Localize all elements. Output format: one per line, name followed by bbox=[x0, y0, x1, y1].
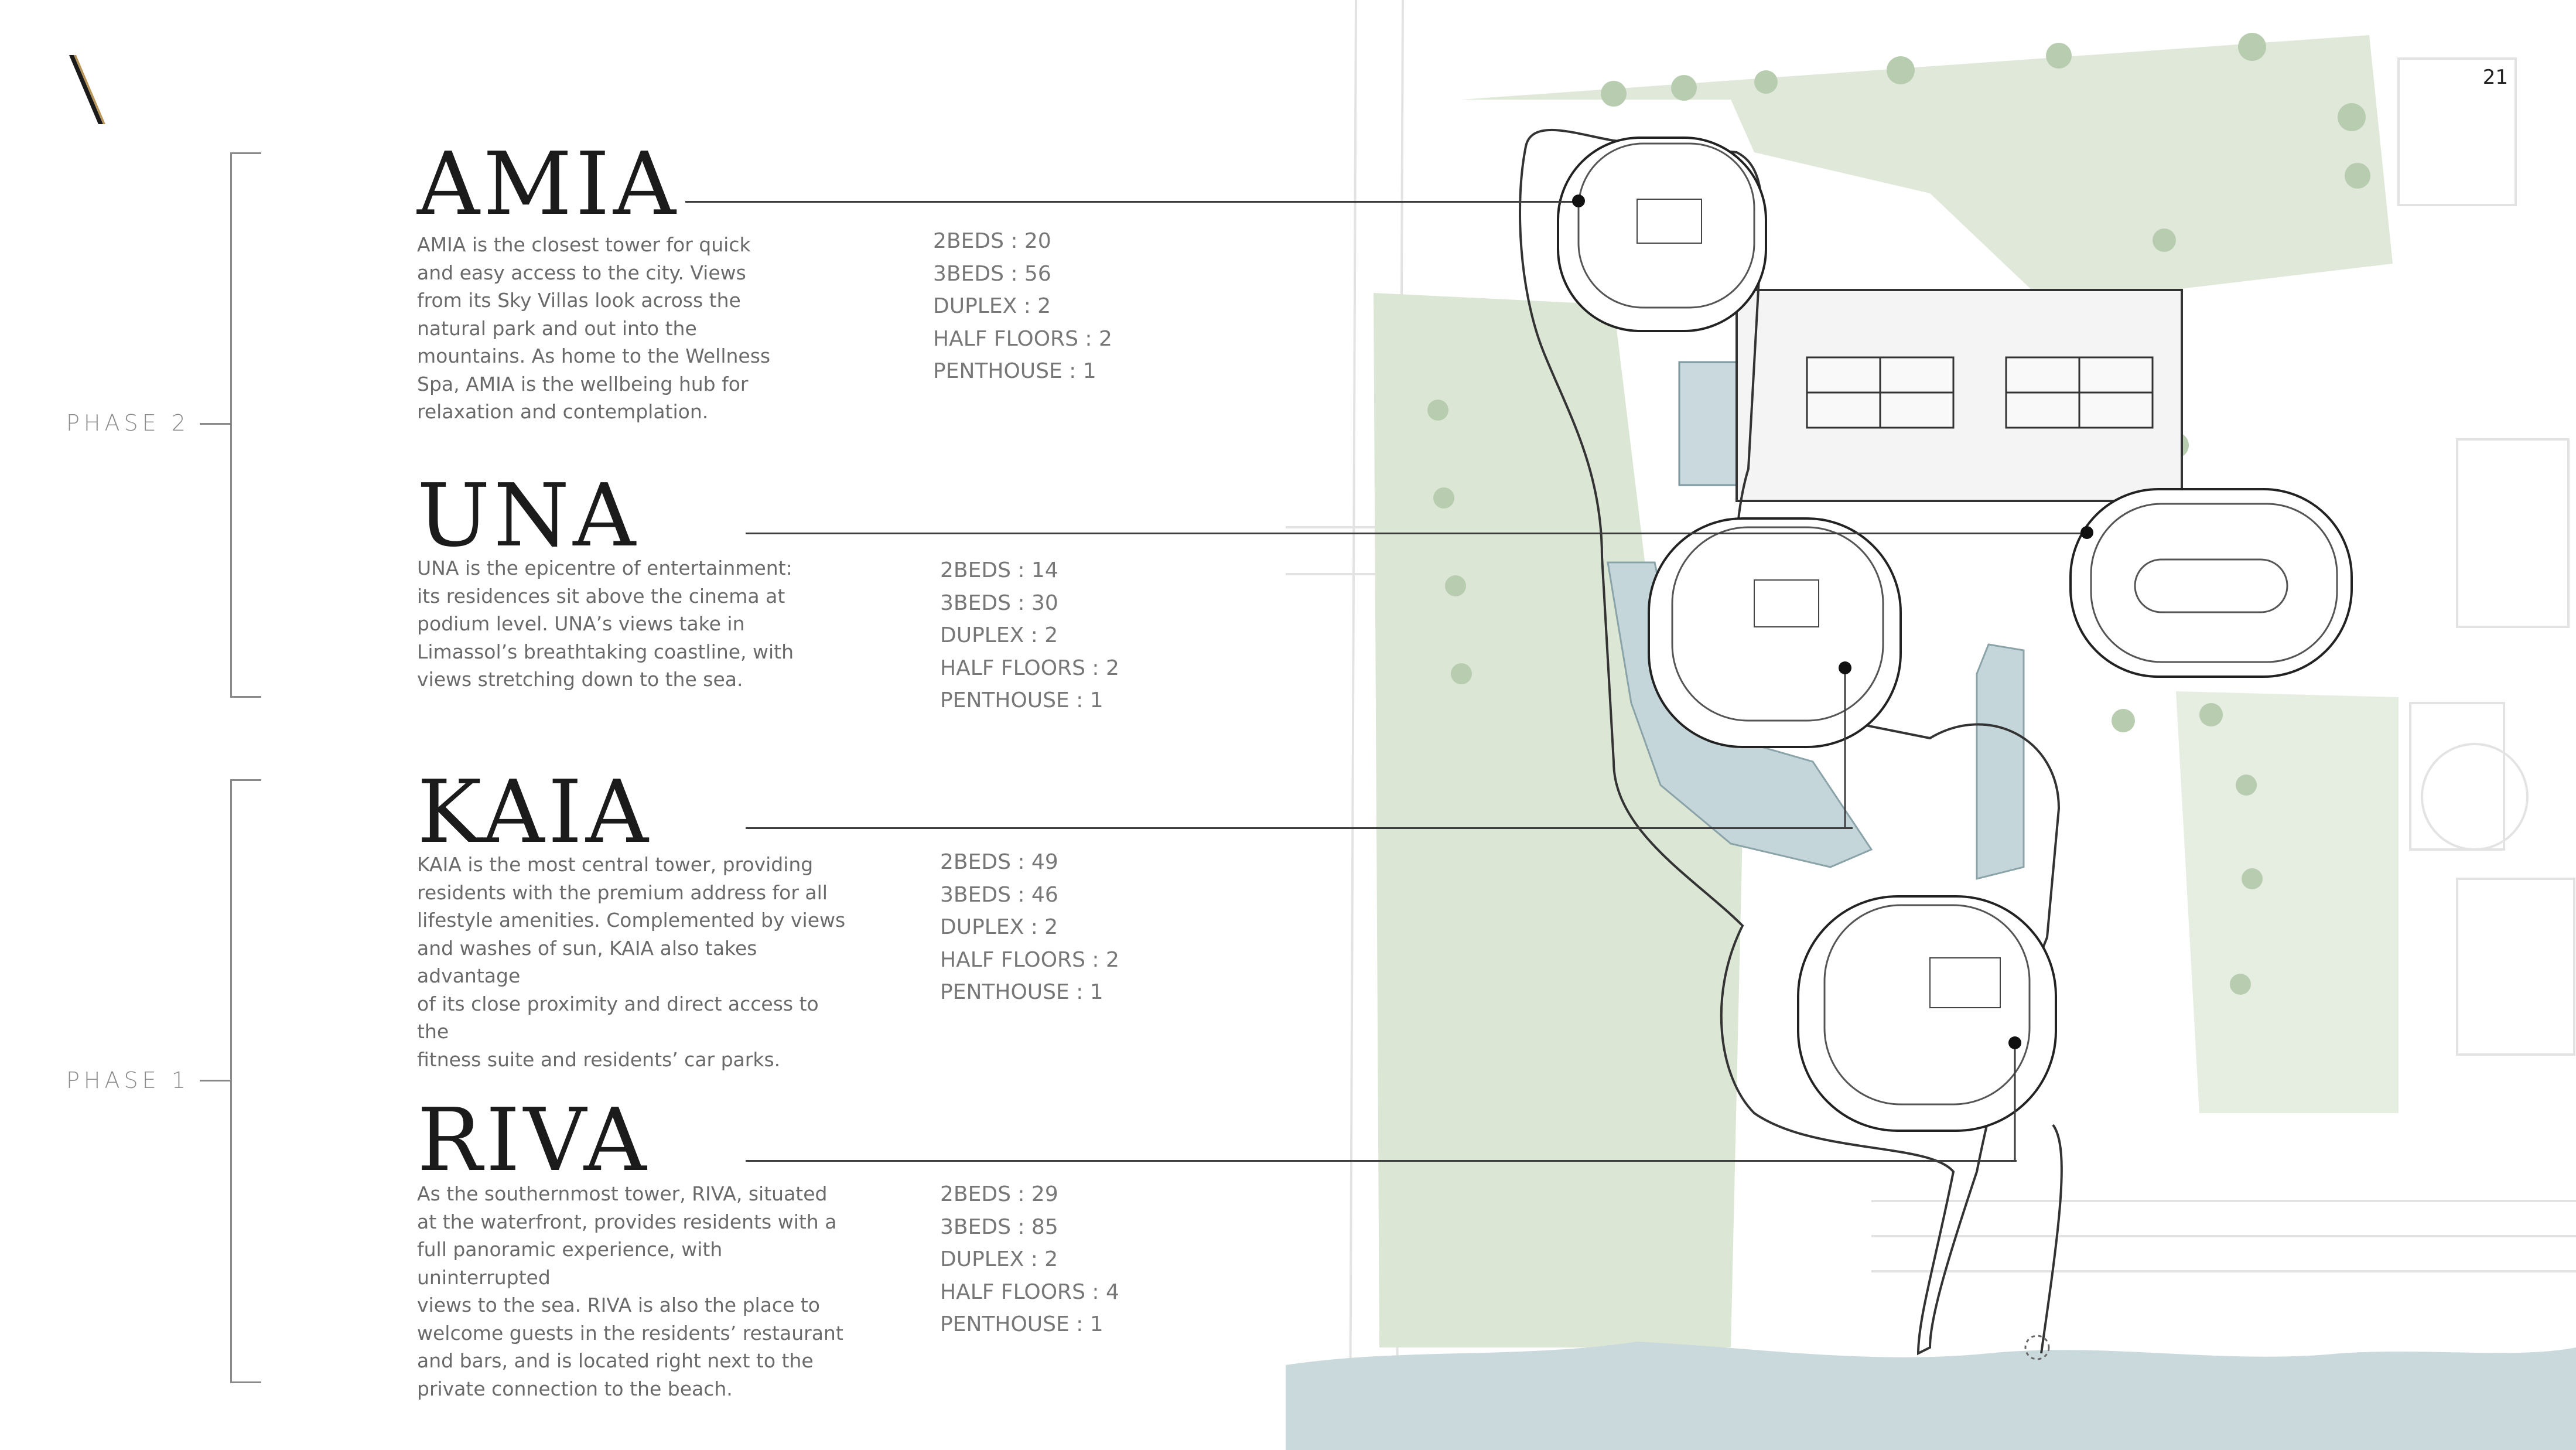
unit-count: DUPLEX : 2 bbox=[933, 294, 1051, 318]
description-line: and bars, and is located right next to t… bbox=[417, 1349, 814, 1372]
site-plan-map bbox=[1286, 0, 2576, 1450]
marker-una bbox=[2080, 526, 2093, 539]
beach-path bbox=[2040, 1124, 2063, 1354]
phase-1-bracket bbox=[230, 779, 261, 1383]
tennis-courts bbox=[1806, 356, 2154, 429]
unit-count: HALF FLOORS : 2 bbox=[933, 326, 1112, 351]
phase-1-tick bbox=[200, 1080, 230, 1081]
water-channel-east bbox=[1976, 643, 2025, 880]
sea bbox=[1286, 1342, 2576, 1450]
unit-count: PENTHOUSE : 1 bbox=[933, 359, 1096, 383]
unit-count: PENTHOUSE : 1 bbox=[940, 980, 1103, 1004]
description-line: Limassol’s breathtaking coastline, with bbox=[417, 640, 794, 663]
tower-description-kaia: KAIA is the most central tower, providin… bbox=[417, 851, 850, 1073]
unit-count: 2BEDS : 49 bbox=[940, 850, 1058, 874]
description-line: welcome guests in the residents’ restaur… bbox=[417, 1321, 843, 1345]
diagonal-slash-logo-icon bbox=[69, 55, 105, 124]
description-line: full panoramic experience, with uninterr… bbox=[417, 1238, 723, 1289]
tower-title-riva: RIVA bbox=[417, 1090, 650, 1190]
unit-count: DUPLEX : 2 bbox=[940, 1247, 1058, 1271]
context-lines bbox=[1286, 0, 2576, 1450]
leader-line-amia bbox=[685, 201, 1579, 203]
unit-count: 2BEDS : 14 bbox=[940, 558, 1058, 582]
unit-count: 3BEDS : 46 bbox=[940, 882, 1058, 907]
phase-1-label: PHASE 1 bbox=[66, 1067, 190, 1093]
description-line: its residences sit above the cinema at bbox=[417, 584, 785, 608]
description-line: podium level. UNA’s views take in bbox=[417, 612, 745, 635]
tower-footprint-una bbox=[1648, 517, 1902, 748]
park-area-west bbox=[1374, 293, 1743, 1347]
pool bbox=[1678, 361, 1742, 486]
phase-2-tick bbox=[200, 423, 230, 425]
unit-count: HALF FLOORS : 2 bbox=[940, 947, 1119, 972]
tower-footprint-stadium bbox=[2069, 488, 2353, 678]
description-line: from its Sky Villas look across the bbox=[417, 289, 741, 312]
unit-list-una: 2BEDS : 14 3BEDS : 30 DUPLEX : 2 HALF FL… bbox=[940, 554, 1119, 717]
tower-title-una: UNA bbox=[417, 465, 640, 566]
leader-line-kaia bbox=[746, 827, 1853, 829]
description-line: and easy access to the city. Views bbox=[417, 261, 746, 284]
tower-inner-amia bbox=[1577, 142, 1755, 309]
path-end-marker bbox=[2024, 1335, 2050, 1360]
tower-inner-riva bbox=[1823, 904, 2031, 1106]
unit-count: HALF FLOORS : 4 bbox=[940, 1280, 1119, 1304]
description-line: natural park and out into the bbox=[417, 316, 697, 340]
unit-count: 3BEDS : 30 bbox=[940, 591, 1058, 615]
marker-amia bbox=[1572, 195, 1585, 207]
description-line: views stretching down to the sea. bbox=[417, 668, 743, 691]
stadium-field bbox=[2134, 558, 2288, 613]
tower-title-amia: AMIA bbox=[417, 134, 679, 234]
phase-2-bracket bbox=[230, 152, 261, 698]
phase-2-label: PHASE 2 bbox=[66, 410, 190, 436]
tower-footprint-riva bbox=[1797, 895, 2057, 1132]
description-line: mountains. As home to the Wellness bbox=[417, 344, 771, 367]
unit-count: DUPLEX : 2 bbox=[940, 623, 1058, 647]
unit-count: PENTHOUSE : 1 bbox=[940, 1312, 1103, 1336]
tower-inner-stadium bbox=[2090, 503, 2338, 663]
brand-logo bbox=[64, 53, 111, 129]
tower-description-amia: AMIA is the closest tower for quick and … bbox=[417, 231, 780, 426]
tower-description-riva: As the southernmost tower, RIVA, situate… bbox=[417, 1180, 850, 1403]
unit-count: 2BEDS : 20 bbox=[933, 229, 1051, 253]
unit-count: 3BEDS : 56 bbox=[933, 261, 1051, 286]
description-line: As the southernmost tower, RIVA, situate… bbox=[417, 1182, 828, 1205]
leader-line-riva bbox=[746, 1160, 2017, 1162]
tower-title-kaia: KAIA bbox=[417, 762, 652, 862]
description-line: relaxation and contemplation. bbox=[417, 400, 709, 423]
description-line: UNA is the epicentre of entertainment: bbox=[417, 557, 792, 579]
description-line: at the waterfront, provides residents wi… bbox=[417, 1210, 837, 1233]
description-line: residents with the premium address for a… bbox=[417, 881, 828, 904]
description-line: AMIA is the closest tower for quick bbox=[417, 233, 751, 256]
unit-count: HALF FLOORS : 2 bbox=[940, 656, 1119, 680]
description-line: of its close proximity and direct access… bbox=[417, 992, 819, 1043]
page-number: 21 bbox=[2482, 66, 2508, 89]
description-line: private connection to the beach. bbox=[417, 1377, 733, 1400]
unit-list-kaia: 2BEDS : 49 3BEDS : 46 DUPLEX : 2 HALF FL… bbox=[940, 846, 1119, 1009]
roof-grid-una bbox=[1754, 579, 1819, 627]
tower-inner-una bbox=[1671, 526, 1884, 722]
unit-list-amia: 2BEDS : 20 3BEDS : 56 DUPLEX : 2 HALF FL… bbox=[933, 225, 1112, 388]
unit-count: PENTHOUSE : 1 bbox=[940, 688, 1103, 712]
roof-grid-amia bbox=[1637, 199, 1702, 244]
tower-description-una: UNA is the epicentre of entertainment: i… bbox=[417, 554, 815, 694]
description-line: fitness suite and residents’ car parks. bbox=[417, 1048, 781, 1071]
unit-list-riva: 2BEDS : 29 3BEDS : 85 DUPLEX : 2 HALF FL… bbox=[940, 1178, 1119, 1341]
description-line: views to the sea. RIVA is also the place… bbox=[417, 1294, 820, 1316]
description-line: and washes of sun, KAIA also takes advan… bbox=[417, 936, 757, 988]
marker-riva bbox=[2008, 1036, 2021, 1049]
description-line: KAIA is the most central tower, providin… bbox=[417, 853, 814, 876]
description-line: Spa, AMIA is the wellbeing hub for bbox=[417, 372, 749, 395]
roof-grid-riva bbox=[1929, 957, 2001, 1008]
unit-count: 2BEDS : 29 bbox=[940, 1182, 1058, 1206]
unit-count: DUPLEX : 2 bbox=[940, 915, 1058, 939]
leader-line-una bbox=[746, 533, 2087, 534]
park-area-east bbox=[2176, 691, 2399, 1113]
description-line: lifestyle amenities. Complemented by vie… bbox=[417, 909, 846, 932]
unit-count: 3BEDS : 85 bbox=[940, 1214, 1058, 1239]
marker-kaia bbox=[1839, 661, 1851, 674]
